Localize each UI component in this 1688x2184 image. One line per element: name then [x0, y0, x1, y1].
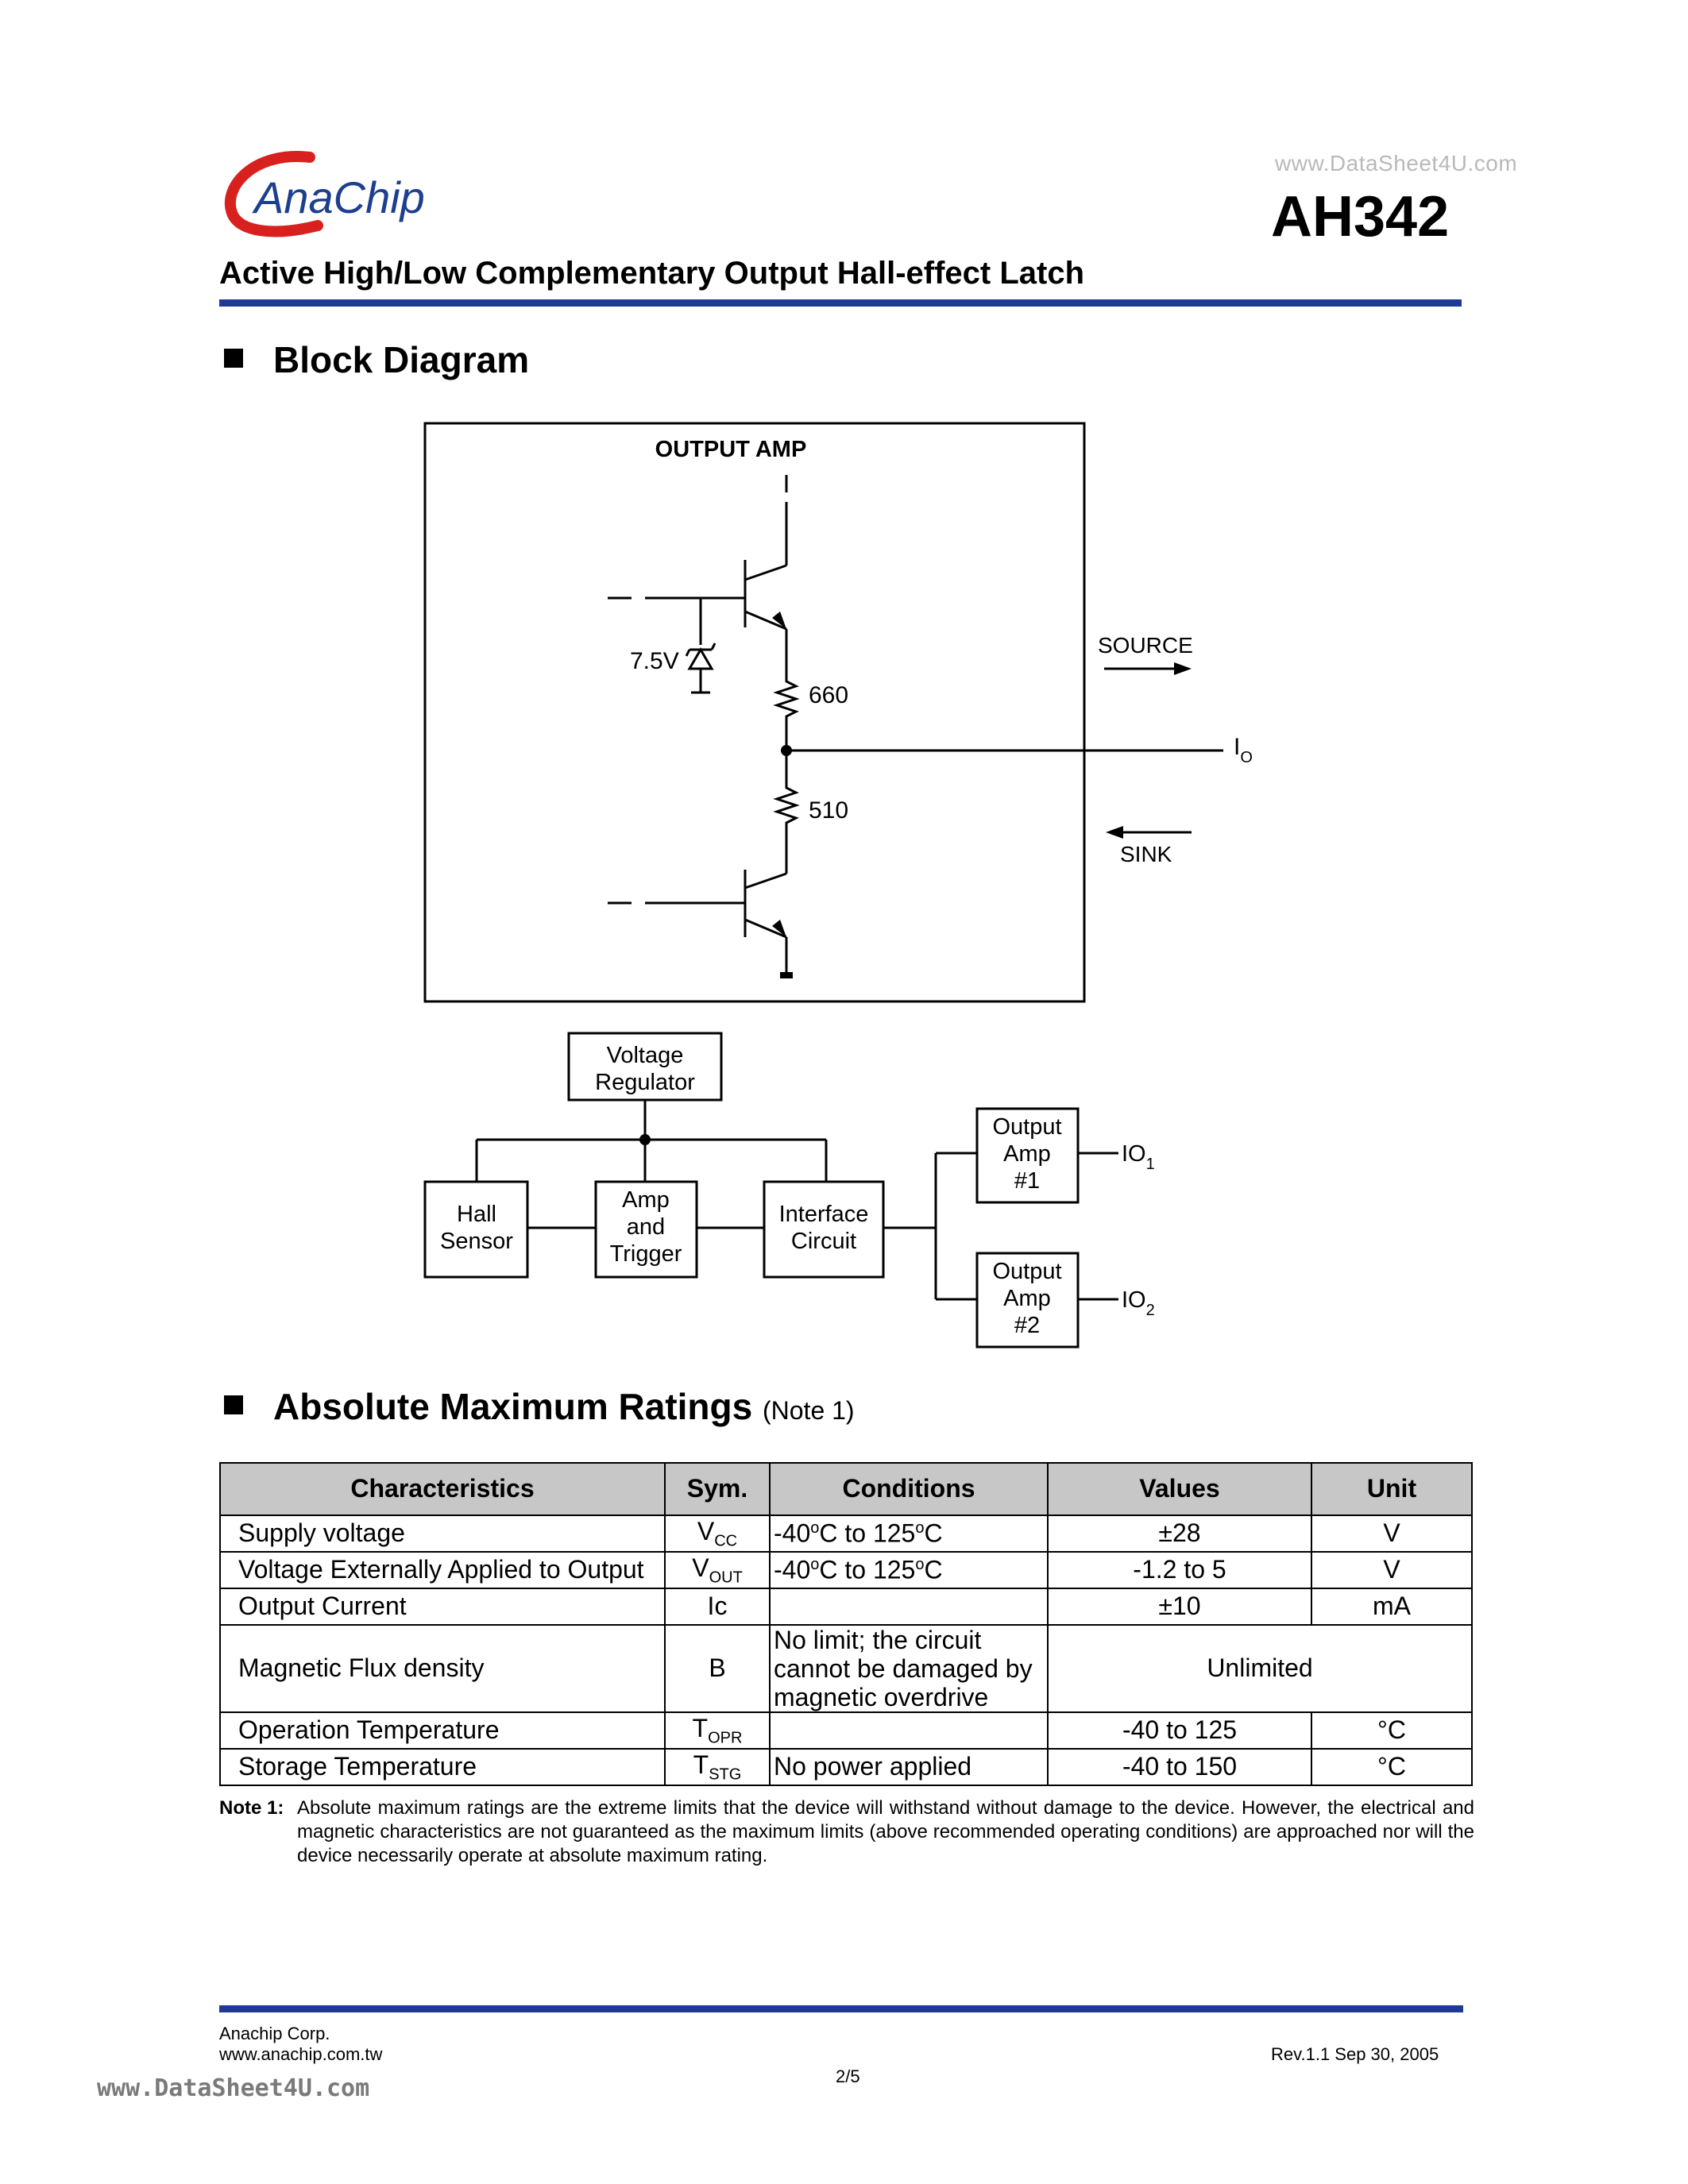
footer-rule — [219, 2005, 1463, 2012]
value-cell: -40 to 125 — [1047, 1711, 1312, 1750]
output-amp-circuit — [608, 475, 1223, 978]
unit-cell: °C — [1311, 1748, 1473, 1786]
output-node — [781, 745, 792, 756]
voltage-regulator-block — [567, 1032, 723, 1102]
watermark-top: www.DataSheet4U.com — [1275, 151, 1518, 176]
condition-cell: No power applied — [769, 1748, 1049, 1786]
io2-label: IO2 — [1122, 1287, 1155, 1319]
output-amp-title: OUTPUT AMP — [655, 437, 807, 462]
characteristic-cell: Storage Temperature — [219, 1748, 666, 1786]
source-label: SOURCE — [1098, 633, 1193, 658]
ratings-heading: Absolute Maximum Ratings (Note 1) — [224, 1385, 855, 1428]
voltage-regulator-line1: Voltage — [607, 1043, 684, 1068]
output-amp-1-line1: Output — [992, 1114, 1061, 1140]
block-diagram-heading: Block Diagram — [224, 338, 529, 381]
unit-cell: V — [1311, 1551, 1473, 1589]
table-row: Voltage Externally Applied to Output VOU… — [219, 1551, 1473, 1589]
value-cell: ±10 — [1047, 1588, 1312, 1626]
symbol-cell: VCC — [664, 1515, 771, 1553]
absolute-maximum-ratings-table: Characteristics Sym. Conditions Values U… — [219, 1462, 1473, 1786]
resistor-510-label: 510 — [809, 797, 848, 824]
value-cell: ±28 — [1047, 1515, 1312, 1553]
bullet-square-icon — [224, 349, 243, 368]
watermark-bottom: www.DataSheet4U.com — [97, 2074, 370, 2102]
header-values: Values — [1047, 1462, 1312, 1516]
header-rule — [219, 299, 1462, 307]
amp-trigger-line2: and — [627, 1214, 665, 1240]
output-amp-2-line3: #2 — [1014, 1313, 1040, 1338]
characteristic-cell: Operation Temperature — [219, 1711, 666, 1750]
interface-circuit-line2: Circuit — [791, 1229, 856, 1254]
header-symbol: Sym. — [664, 1462, 771, 1516]
characteristic-cell: Supply voltage — [219, 1515, 666, 1553]
regulator-junction — [639, 1134, 651, 1145]
bullet-square-icon — [224, 1395, 243, 1414]
table-row: Operation Temperature TOPR -40 to 125 °C — [219, 1711, 1473, 1750]
output-amp-box — [423, 422, 1086, 1003]
value-cell: -40 to 150 — [1047, 1748, 1312, 1786]
zener-label: 7.5V — [630, 648, 679, 674]
ratings-heading-note: (Note 1) — [762, 1396, 855, 1425]
condition-cell — [769, 1588, 1049, 1626]
symbol-cell: TOPR — [664, 1711, 771, 1750]
footer-company: Anachip Corp. — [219, 2024, 330, 2043]
resistor-660-label: 660 — [809, 682, 848, 708]
amp-trigger-line3: Trigger — [610, 1241, 682, 1267]
hall-sensor-block — [423, 1180, 529, 1279]
sink-label: SINK — [1120, 842, 1172, 866]
table-row: Supply voltage VCC -40oC to 125oC ±28 V — [219, 1515, 1473, 1553]
symbol-cell: TSTG — [664, 1748, 771, 1786]
hall-sensor-line2: Sensor — [440, 1229, 513, 1254]
output-amp-1-line3: #1 — [1014, 1168, 1040, 1194]
logo-wordmark: AnaChip — [252, 172, 425, 222]
table-row: Output Current Ic ±10 mA — [219, 1588, 1473, 1626]
block-diagram-connectors — [475, 1100, 1118, 1301]
note-text: Absolute maximum ratings are the extreme… — [297, 1797, 1474, 1866]
revision-date: Rev.1.1 Sep 30, 2005 — [1271, 2044, 1439, 2064]
voltage-regulator-line2: Regulator — [595, 1070, 695, 1095]
condition-cell: -40oC to 125oC — [769, 1515, 1049, 1553]
condition-cell — [769, 1711, 1049, 1750]
symbol-cell: B — [664, 1624, 771, 1713]
hall-sensor-line1: Hall — [457, 1202, 496, 1227]
table-header-row: Characteristics Sym. Conditions Values U… — [219, 1462, 1473, 1516]
unit-cell: V — [1311, 1515, 1473, 1553]
page-number: 2/5 — [836, 2066, 860, 2086]
io-label: IO — [1234, 734, 1253, 766]
unit-cell: mA — [1311, 1588, 1473, 1626]
table-row: Storage Temperature TSTG No power applie… — [219, 1748, 1473, 1786]
output-amp-2-line2: Amp — [1003, 1286, 1051, 1311]
interface-circuit-block — [763, 1180, 885, 1279]
symbol-cell: Ic — [664, 1588, 771, 1626]
header-characteristics: Characteristics — [219, 1462, 666, 1516]
block-diagram: OUTPUT AMP — [423, 422, 1253, 1349]
ratings-note: Note 1: Absolute maximum ratings are the… — [219, 1796, 1474, 1868]
output-amp-1-line2: Amp — [1003, 1141, 1051, 1167]
value-cell: Unlimited — [1047, 1624, 1473, 1713]
amp-trigger-line1: Amp — [622, 1187, 670, 1213]
output-amp-2-block — [975, 1252, 1080, 1349]
value-cell: -1.2 to 5 — [1047, 1551, 1312, 1589]
part-number: AH342 — [1271, 185, 1450, 249]
amp-trigger-block — [594, 1180, 698, 1279]
header-conditions: Conditions — [769, 1462, 1049, 1516]
condition-cell: No limit; the circuit cannot be damaged … — [769, 1624, 1049, 1713]
anachip-logo: AnaChip — [225, 151, 425, 237]
characteristic-cell: Voltage Externally Applied to Output — [219, 1551, 666, 1589]
note-label: Note 1: — [219, 1797, 284, 1819]
interface-circuit-line1: Interface — [779, 1202, 869, 1227]
condition-cell: -40oC to 125oC — [769, 1551, 1049, 1589]
output-amp-2-line1: Output — [992, 1259, 1061, 1284]
io1-label: IO1 — [1122, 1141, 1155, 1173]
document-subtitle: Active High/Low Complementary Output Hal… — [219, 256, 1085, 291]
characteristic-cell: Magnetic Flux density — [219, 1624, 666, 1713]
footer-url[interactable]: www.anachip.com.tw — [219, 2044, 383, 2064]
symbol-cell: VOUT — [664, 1551, 771, 1589]
output-amp-1-block — [975, 1107, 1080, 1204]
header-unit: Unit — [1311, 1462, 1473, 1516]
table-row: Magnetic Flux density B No limit; the ci… — [219, 1624, 1473, 1713]
unit-cell: °C — [1311, 1711, 1473, 1750]
characteristic-cell: Output Current — [219, 1588, 666, 1626]
